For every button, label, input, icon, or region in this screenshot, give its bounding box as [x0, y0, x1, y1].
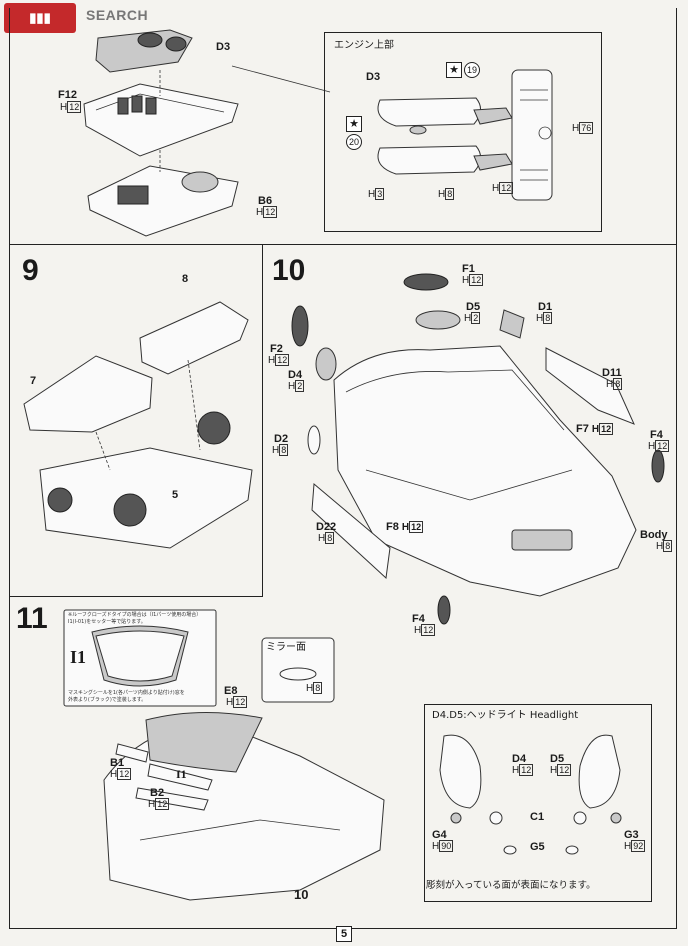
step11-note-4: 外表より(ブラック)で塗装します。	[68, 697, 147, 703]
step10-d4: D4	[288, 369, 303, 381]
step8-inset-drawing	[377, 69, 553, 201]
step11-b2: B2	[150, 787, 165, 799]
inset-d3: D3	[366, 71, 381, 83]
headlight-frame	[424, 704, 652, 902]
divider-h2	[9, 596, 263, 597]
step10-f4b: F4	[412, 613, 425, 625]
step10-d2: D2	[274, 433, 289, 445]
step11-drawing	[63, 609, 385, 901]
step10-d5: D5	[466, 301, 481, 313]
step10-d11: D11	[602, 367, 622, 379]
divider-v1	[262, 244, 263, 596]
label-d3: D3	[216, 41, 231, 53]
step10-body: Body	[640, 529, 668, 541]
step9-label-8: 8	[182, 273, 189, 285]
headlight-d5: D5	[550, 753, 565, 765]
label-f12: F12	[58, 89, 77, 101]
step11-i1: I1	[176, 767, 187, 781]
circle-19: 19	[464, 62, 480, 78]
step10-f2: F2	[270, 343, 283, 355]
headlight-c1: C1	[530, 811, 545, 823]
circle-20: 20	[346, 134, 362, 150]
step10-body-drawing	[291, 273, 665, 625]
step10-d22: D22	[316, 521, 337, 533]
label-b6: B6	[258, 195, 273, 207]
watermark-text: SEARCH	[86, 7, 149, 23]
page-number: 5	[336, 926, 352, 942]
inset-title: エンジン上部	[334, 40, 394, 51]
step11-label-10: 10	[294, 887, 309, 902]
star-icon-19: ★	[446, 62, 462, 78]
step9-number: 9	[22, 254, 39, 287]
step8-engine-drawing	[83, 29, 331, 237]
step11-number: 11	[16, 602, 48, 635]
headlight-title: D4.D5:ヘッドライト Headlight	[432, 710, 579, 721]
headlight-d4: D4	[512, 753, 527, 765]
step9-label-5: 5	[172, 489, 179, 501]
step11-note-1: ※ルーフクローズドタイプの場合は（I1パーツ使用の場合）	[68, 612, 202, 618]
step9-chassis-drawing	[23, 301, 253, 549]
step10-d1: D1	[538, 301, 553, 313]
step10-number: 10	[272, 254, 306, 287]
watermark-logo-icon: ▮▮▮	[4, 3, 76, 33]
step8-inset-frame	[324, 32, 602, 232]
headlight-drawing	[439, 734, 622, 855]
step10-f1: F1	[462, 263, 475, 275]
headlight-g3: G3	[624, 829, 639, 841]
headlight-note: 彫刻が入っている面が表面になります。	[426, 880, 596, 891]
step11-b1: B1	[110, 757, 125, 769]
divider-frame-left	[9, 8, 10, 928]
headlight-g4: G4	[432, 829, 447, 841]
divider-frame-right	[676, 8, 677, 928]
divider-h1	[9, 244, 677, 245]
step11-e8: E8	[224, 685, 238, 697]
step11-note-2: I1(I-01)をセッター等で貼ります。	[68, 619, 146, 625]
step10-f4a: F4	[650, 429, 663, 441]
watermark: ▮▮▮ SEARCH	[4, 3, 148, 33]
step11-note-3: マスキングシールを1(各パーツ内側より貼付け)窓を	[68, 690, 185, 696]
mirror-title: ミラー面	[266, 642, 306, 653]
step9-label-7: 7	[30, 375, 37, 387]
headlight-g5: G5	[530, 841, 545, 853]
star-icon-20: ★	[346, 116, 362, 132]
step11-i1-big: I1	[70, 647, 87, 667]
